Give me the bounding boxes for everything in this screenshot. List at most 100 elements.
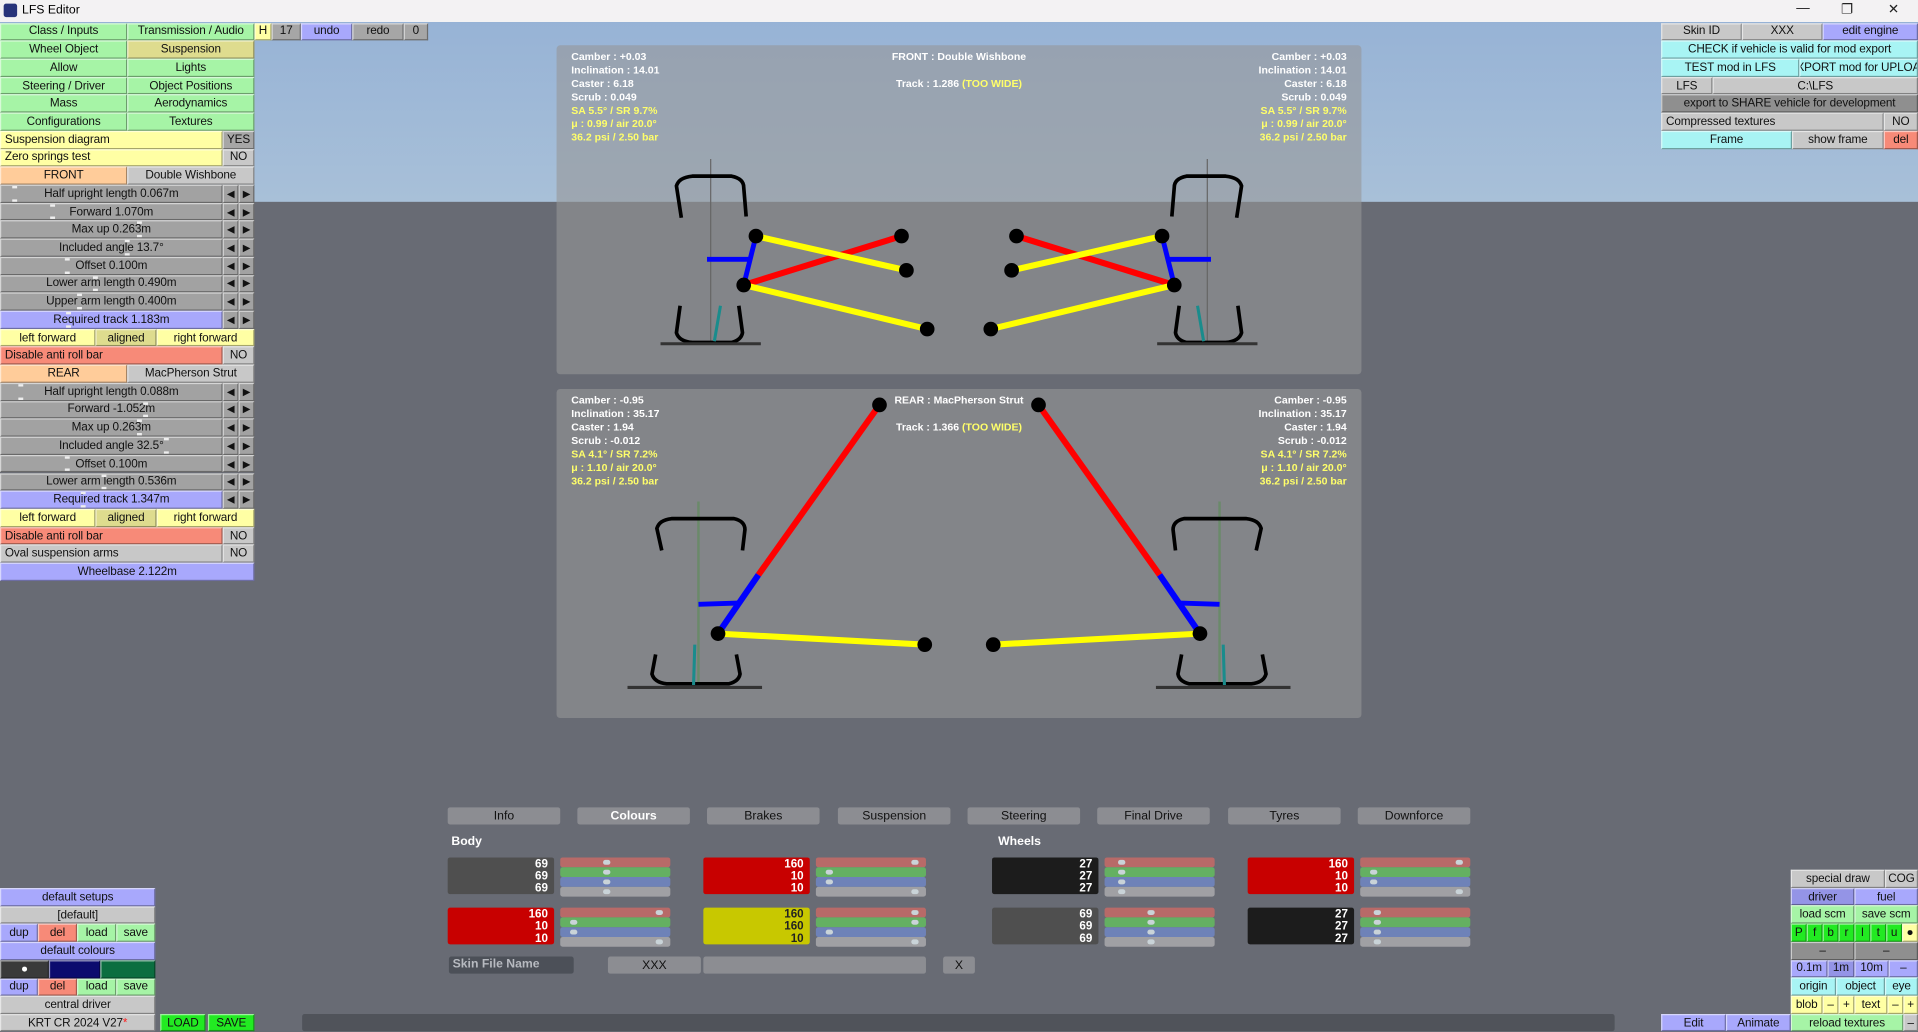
edit-engine-button[interactable]: edit engine — [1822, 22, 1918, 41]
blue-slider[interactable] — [560, 877, 671, 887]
wheel-object-button[interactable]: Wheel Object — [0, 40, 128, 59]
configurations-button[interactable]: Configurations — [0, 112, 128, 131]
decrease-arrow-button[interactable]: ◀ — [222, 418, 239, 437]
c-lfs-button[interactable]: C:\LFS — [1712, 76, 1918, 95]
vehicle-name[interactable]: KRT CR 2024 V27* — [0, 1014, 156, 1032]
item-swatch[interactable]: ● — [0, 960, 49, 979]
tab-tyres[interactable]: Tyres — [1228, 807, 1341, 825]
yes-button[interactable]: YES — [222, 130, 255, 149]
slider-thumb-top[interactable] — [93, 275, 99, 279]
slider-thumb-bottom[interactable] — [143, 415, 149, 418]
dup-button[interactable]: dup — [0, 924, 38, 943]
increase-arrow-button[interactable]: ▶ — [238, 382, 255, 401]
skin-id-button[interactable]: XXX — [607, 956, 701, 974]
slider-thumb[interactable] — [1146, 929, 1155, 934]
required-track-slider[interactable]: Required track 1.347m — [0, 490, 223, 509]
load-scm-button[interactable]: load scm — [1790, 905, 1855, 924]
clear-skin-button[interactable]: X — [943, 956, 975, 974]
blue-slider[interactable] — [560, 927, 671, 937]
decrease-arrow-button[interactable]: ◀ — [222, 184, 239, 203]
slider-thumb[interactable] — [911, 889, 920, 894]
increase-arrow-button[interactable]: ▶ — [238, 490, 255, 509]
blue-slider[interactable] — [1360, 927, 1471, 937]
slider-thumb-bottom[interactable] — [49, 217, 55, 220]
save-button[interactable]: save — [116, 978, 156, 997]
slider-thumb[interactable] — [1118, 859, 1126, 865]
half-upright-length-slider[interactable]: Half upright length 0.067m — [0, 184, 223, 203]
decrease-arrow-button[interactable]: ◀ — [222, 310, 239, 329]
allow-button[interactable]: Allow — [0, 58, 128, 77]
1m-button[interactable]: 1m — [1827, 959, 1855, 978]
item-button[interactable]: – — [1903, 1013, 1918, 1032]
slider-thumb[interactable] — [1373, 919, 1382, 925]
slider-thumb[interactable] — [825, 869, 833, 874]
lights-button[interactable]: Lights — [127, 58, 255, 77]
offset-slider[interactable]: Offset 0.100m — [0, 256, 223, 275]
macpherson-strut-button[interactable]: MacPherson Strut — [127, 364, 255, 383]
slider-thumb[interactable] — [825, 879, 833, 884]
decrease-arrow-button[interactable]: ◀ — [222, 490, 239, 509]
tab-suspension[interactable]: Suspension — [837, 807, 951, 825]
increase-arrow-button[interactable]: ▶ — [238, 256, 255, 275]
decrease-arrow-button[interactable]: ◀ — [222, 220, 239, 239]
load-button[interactable]: load — [77, 978, 117, 997]
frame-button[interactable]: Frame — [1661, 130, 1793, 149]
suspension-button[interactable]: Suspension — [127, 40, 255, 59]
slider-thumb-top[interactable] — [12, 185, 18, 189]
decrease-arrow-button[interactable]: ◀ — [222, 472, 239, 491]
transmission-audio-button[interactable]: Transmission / Audio — [127, 22, 255, 41]
check-if-vehicle-is-valid-for-mod-export-button[interactable]: CHECK if vehicle is valid for mod export — [1661, 40, 1918, 59]
slider-thumb[interactable] — [1146, 919, 1155, 925]
animate-button[interactable]: Animate — [1725, 1014, 1791, 1032]
max-up-slider[interactable]: Max up 0.263m — [0, 220, 223, 239]
slider-thumb[interactable] — [1456, 889, 1464, 894]
skin-file-input[interactable] — [703, 956, 926, 974]
slider-thumb-top[interactable] — [137, 419, 143, 423]
brightness-slider[interactable] — [1104, 936, 1215, 947]
blue-slider[interactable] — [815, 927, 926, 937]
item-button[interactable]: – — [1822, 995, 1839, 1014]
undo-button[interactable]: undo — [300, 22, 353, 41]
brightness-slider[interactable] — [815, 936, 926, 947]
increase-arrow-button[interactable]: ▶ — [238, 220, 255, 239]
10m-button[interactable]: 10m — [1854, 959, 1889, 978]
eye-button[interactable]: eye — [1884, 977, 1918, 996]
slider-thumb[interactable] — [1373, 929, 1382, 934]
aerodynamics-button[interactable]: Aerodynamics — [127, 94, 255, 113]
increase-arrow-button[interactable]: ▶ — [238, 238, 255, 257]
save-button[interactable]: save — [116, 924, 156, 943]
slider-thumb-bottom[interactable] — [164, 451, 170, 454]
decrease-arrow-button[interactable]: ◀ — [222, 256, 239, 275]
special-draw-button[interactable]: special draw — [1790, 869, 1885, 888]
default-colours-button[interactable]: default colours — [0, 942, 156, 961]
green-slider[interactable] — [560, 867, 671, 877]
show-frame-button[interactable]: show frame — [1792, 130, 1884, 149]
aligned-button[interactable]: aligned — [95, 508, 157, 527]
half-upright-length-slider[interactable]: Half upright length 0.088m — [0, 382, 223, 401]
increase-arrow-button[interactable]: ▶ — [238, 292, 255, 311]
brightness-slider[interactable] — [1360, 936, 1471, 947]
no-button[interactable]: NO — [1883, 112, 1918, 131]
item-button[interactable]: – — [1887, 995, 1904, 1014]
tab-colours[interactable]: Colours — [577, 807, 690, 825]
origin-button[interactable]: origin — [1790, 977, 1837, 996]
increase-arrow-button[interactable]: ▶ — [238, 418, 255, 437]
increase-arrow-button[interactable]: ▶ — [238, 472, 255, 491]
blue-slider[interactable] — [815, 877, 926, 887]
export-to-share-vehicle-for-development-button[interactable]: export to SHARE vehicle for development — [1661, 94, 1918, 113]
red-slider[interactable] — [1360, 857, 1471, 867]
save-scm-button[interactable]: save scm — [1854, 905, 1918, 924]
tab-steering[interactable]: Steering — [967, 807, 1081, 825]
upper-arm-length-slider[interactable]: Upper arm length 0.400m — [0, 292, 223, 311]
max-up-slider[interactable]: Max up 0.263m — [0, 418, 223, 437]
red-slider[interactable] — [1104, 857, 1215, 867]
slider-thumb[interactable] — [602, 889, 610, 894]
blue-slider[interactable] — [1360, 877, 1471, 887]
double-wishbone-button[interactable]: Double Wishbone — [127, 166, 255, 185]
slider-thumb[interactable] — [911, 859, 920, 865]
slider-thumb[interactable] — [911, 919, 920, 925]
slider-thumb-bottom[interactable] — [66, 325, 72, 328]
u-button[interactable]: u — [1886, 923, 1903, 942]
